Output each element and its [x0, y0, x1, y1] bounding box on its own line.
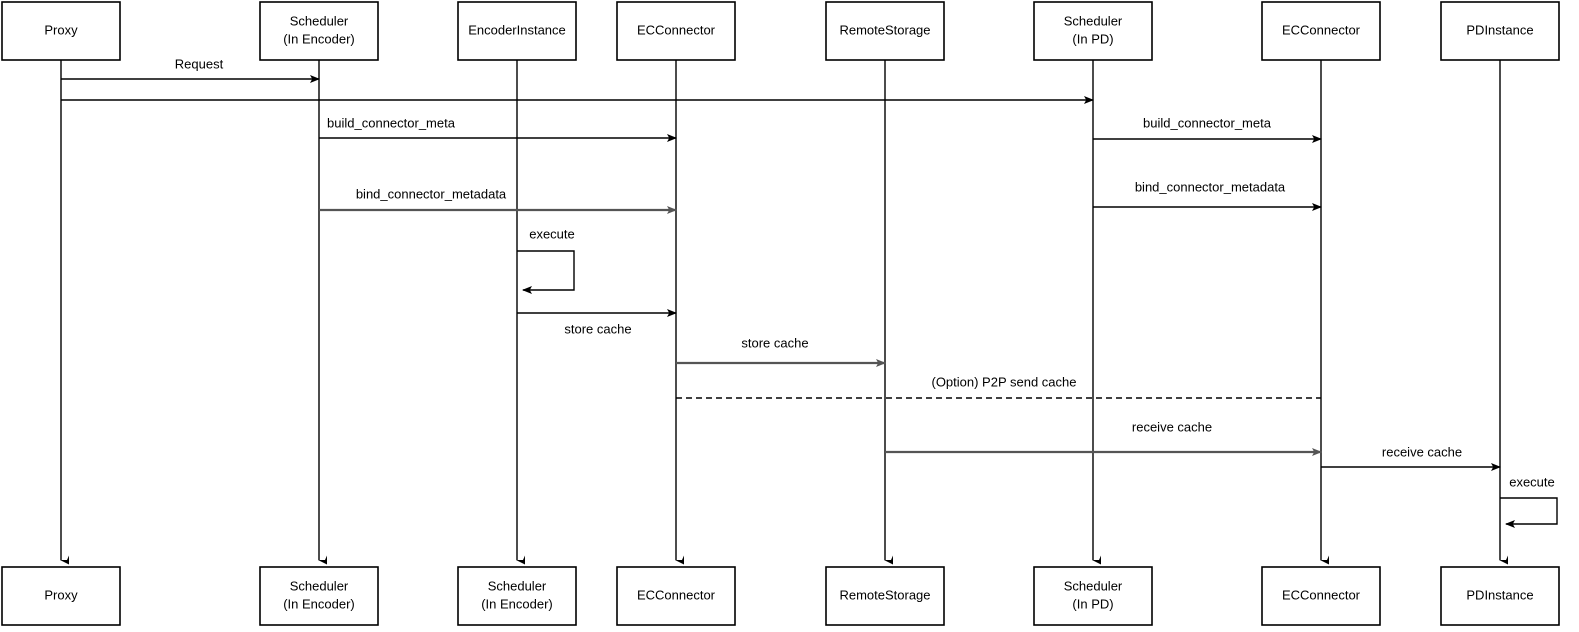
participant-header-label-pd_inst: PDInstance [1466, 22, 1533, 37]
participant-header-sublabel-sched_pd: (In PD) [1072, 31, 1113, 46]
message-label-m4: build_connector_meta [1143, 115, 1272, 130]
message-label-m8: store cache [741, 335, 808, 350]
message-label-m9: (Option) P2P send cache [931, 374, 1076, 389]
messages-group: Request build_connector_meta build_connect… [61, 56, 1501, 471]
message-label-m5: bind_connector_metadata [356, 186, 507, 201]
participant-footer-label-pd_inst_b: PDInstance [1466, 587, 1533, 602]
participant-footer-box-ec_conn_1_b[interactable] [616, 566, 736, 626]
participant-header-label-sched_enc: Scheduler [290, 13, 349, 28]
participant-header-box-encoder_inst[interactable] [457, 1, 577, 61]
message-label-m11: receive cache [1382, 444, 1462, 459]
participant-footer-label-ec_conn_1_b: ECConnector [637, 587, 716, 602]
participant-footer-sublabel-sched_enc_b: (In Encoder) [283, 596, 355, 611]
participant-footer-sublabel-sched_pd_b: (In PD) [1072, 596, 1113, 611]
participant-header-box-pd_inst[interactable] [1440, 1, 1560, 61]
message-label-m3: build_connector_meta [327, 115, 456, 130]
participant-footer-label-remote_store_b: RemoteStorage [839, 587, 930, 602]
participant-header-box-sched_enc[interactable] [259, 1, 379, 61]
participant-header-sublabel-sched_enc: (In Encoder) [283, 31, 355, 46]
participant-header-box-proxy[interactable] [1, 1, 121, 61]
lifelines-group [60, 60, 1508, 565]
participant-footer-box-sched_pd_b[interactable] [1033, 566, 1153, 626]
participant-header-label-ec_conn_1: ECConnector [637, 22, 716, 37]
self-messages-group: execute execute [517, 226, 1558, 528]
participant-header-label-encoder_inst: EncoderInstance [468, 22, 566, 37]
participant-header-box-remote_store[interactable] [825, 1, 945, 61]
participant-footer-box-remote_store_b[interactable] [825, 566, 945, 626]
participant-header-boxes: Proxy Scheduler (In Encoder) EncoderInstanc… [1, 1, 1560, 61]
participant-footer-label-sched_enc_b2: Scheduler [488, 578, 547, 593]
participant-footer-boxes: Proxy Scheduler (In Encoder) Scheduler (In E… [1, 566, 1560, 626]
participant-header-box-ec_conn_1[interactable] [616, 1, 736, 61]
participant-header-label-remote_store: RemoteStorage [839, 22, 930, 37]
participant-footer-label-ec_conn_2_b: ECConnector [1282, 587, 1361, 602]
participant-footer-label-sched_pd_b: Scheduler [1064, 578, 1123, 593]
self-message-loop-s2 [1500, 497, 1558, 528]
participant-footer-box-proxy_b[interactable] [1, 566, 121, 626]
participant-footer-box-pd_inst_b[interactable] [1440, 566, 1560, 626]
self-message-label-s1: execute [529, 226, 575, 241]
message-label-m6: bind_connector_metadata [1135, 179, 1286, 194]
participant-footer-box-sched_enc_b2[interactable] [457, 566, 577, 626]
participant-footer-sublabel-sched_enc_b2: (In Encoder) [481, 596, 553, 611]
participant-footer-box-sched_enc_b[interactable] [259, 566, 379, 626]
participant-footer-box-ec_conn_2_b[interactable] [1261, 566, 1381, 626]
self-message-label-s2: execute [1509, 474, 1555, 489]
message-label-m10: receive cache [1132, 419, 1212, 434]
participant-footer-label-sched_enc_b: Scheduler [290, 578, 349, 593]
message-label-m1: Request [175, 56, 224, 71]
participant-header-label-sched_pd: Scheduler [1064, 13, 1123, 28]
message-label-m7: store cache [564, 321, 631, 336]
participant-footer-label-proxy_b: Proxy [44, 587, 78, 602]
participant-header-box-sched_pd[interactable] [1033, 1, 1153, 61]
participant-header-label-proxy: Proxy [44, 22, 78, 37]
participant-header-box-ec_conn_2[interactable] [1261, 1, 1381, 61]
self-message-loop-s1 [517, 250, 575, 294]
participant-header-label-ec_conn_2: ECConnector [1282, 22, 1361, 37]
